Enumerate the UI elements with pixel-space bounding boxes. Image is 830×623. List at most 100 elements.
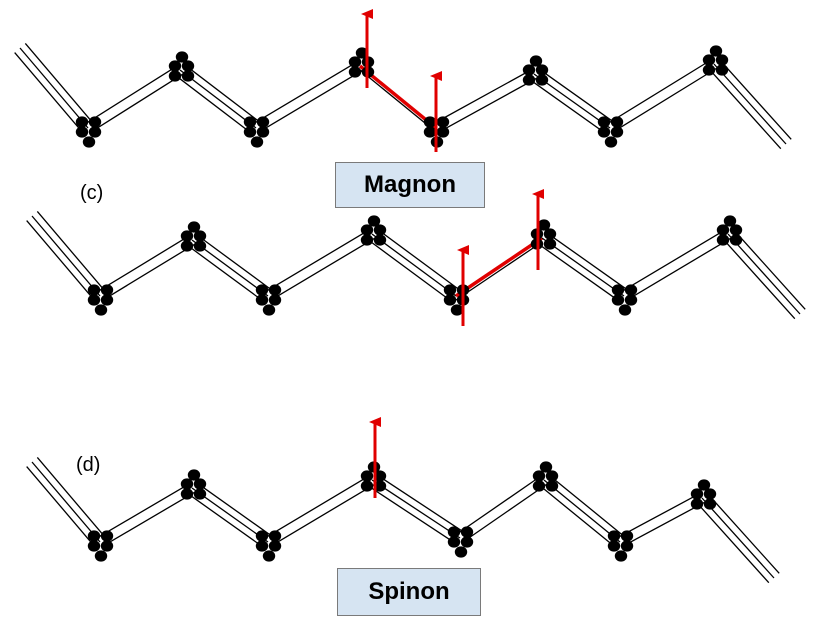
chain-bond-line — [270, 483, 375, 547]
flipped-bond-line — [455, 236, 543, 298]
atom — [360, 470, 374, 482]
atom — [460, 536, 474, 548]
atom — [450, 304, 464, 316]
chain-bond-line — [26, 466, 96, 547]
atom — [618, 304, 632, 316]
chain-bond-line — [14, 52, 84, 133]
atom — [268, 284, 282, 296]
atom — [88, 116, 102, 128]
atom — [443, 294, 457, 306]
atom — [715, 54, 729, 66]
atom — [100, 284, 114, 296]
atom — [610, 116, 624, 128]
chain-bond-line — [375, 473, 465, 533]
chain-bond-line — [701, 497, 775, 579]
atom — [532, 470, 546, 482]
atom — [94, 550, 108, 562]
atom — [532, 480, 546, 492]
chain-bond-line — [732, 228, 806, 310]
magnon-label: Magnon — [335, 162, 485, 208]
atom — [87, 530, 101, 542]
chain-bond-line — [102, 491, 195, 547]
atom — [702, 64, 716, 76]
atom — [614, 550, 628, 562]
atom — [545, 470, 559, 482]
chain-bond-line — [612, 67, 717, 133]
atom — [703, 498, 717, 510]
chain-bond-line — [371, 233, 457, 297]
atom — [522, 64, 536, 76]
atom — [87, 284, 101, 296]
chain-bond-line — [539, 484, 616, 548]
atom — [529, 55, 543, 67]
atom — [243, 116, 257, 128]
chain-bond-line — [462, 483, 548, 543]
atom — [454, 546, 468, 558]
atom — [716, 224, 730, 236]
chain-bond-line — [195, 233, 273, 291]
atom — [187, 221, 201, 233]
atom — [436, 116, 450, 128]
atom — [255, 284, 269, 296]
atom — [604, 136, 618, 148]
atom — [360, 480, 374, 492]
atom — [729, 234, 743, 246]
atom — [543, 228, 557, 240]
chain-bond-line — [367, 239, 453, 303]
chain-bond-line — [26, 220, 96, 301]
atom — [729, 224, 743, 236]
atom — [255, 540, 269, 552]
chain-bond-line — [265, 229, 370, 293]
chain-bond-line — [31, 461, 101, 543]
chain-bond-line — [537, 243, 621, 303]
atom — [243, 126, 257, 138]
atom — [535, 64, 549, 76]
atom — [75, 126, 89, 138]
atom — [255, 530, 269, 542]
atom — [262, 304, 276, 316]
flipped-bond-line — [358, 64, 438, 130]
atom — [597, 126, 611, 138]
atom — [535, 74, 549, 86]
chain-bond-line — [258, 69, 363, 133]
chain-bond-line — [626, 237, 731, 301]
atom — [715, 64, 729, 76]
atom — [545, 480, 559, 492]
atom — [168, 60, 182, 72]
atom — [180, 230, 194, 242]
atom — [355, 47, 369, 59]
chain-bond-line — [253, 61, 358, 125]
atom — [447, 536, 461, 548]
atom — [607, 530, 621, 542]
atom — [193, 230, 207, 242]
atom — [262, 550, 276, 562]
atom — [703, 488, 717, 500]
chain-bond-line — [97, 483, 190, 539]
atom — [100, 530, 114, 542]
chain-bond-line — [183, 63, 261, 123]
chain-bond-line — [84, 65, 178, 125]
chain-bond-line — [19, 47, 89, 129]
atom — [268, 530, 282, 542]
chain-bond-line — [455, 241, 543, 301]
chain-bond-line — [36, 457, 106, 538]
atom — [611, 284, 625, 296]
chain-bond-line — [438, 77, 537, 133]
atom — [611, 294, 625, 306]
atom — [180, 240, 194, 252]
atom — [697, 479, 711, 491]
chain-bond-line — [187, 245, 265, 303]
atom — [702, 54, 716, 66]
atom — [268, 540, 282, 552]
chain-bond-line — [175, 75, 253, 135]
atom — [268, 294, 282, 306]
chain-bond-line — [433, 69, 532, 125]
spinon-label: Spinon — [337, 568, 481, 616]
atom — [360, 234, 374, 246]
chain-bond-line — [696, 502, 770, 584]
atom — [181, 70, 195, 82]
chain-bond-line — [31, 215, 101, 297]
atom — [193, 478, 207, 490]
chain-bond-line — [90, 73, 184, 133]
